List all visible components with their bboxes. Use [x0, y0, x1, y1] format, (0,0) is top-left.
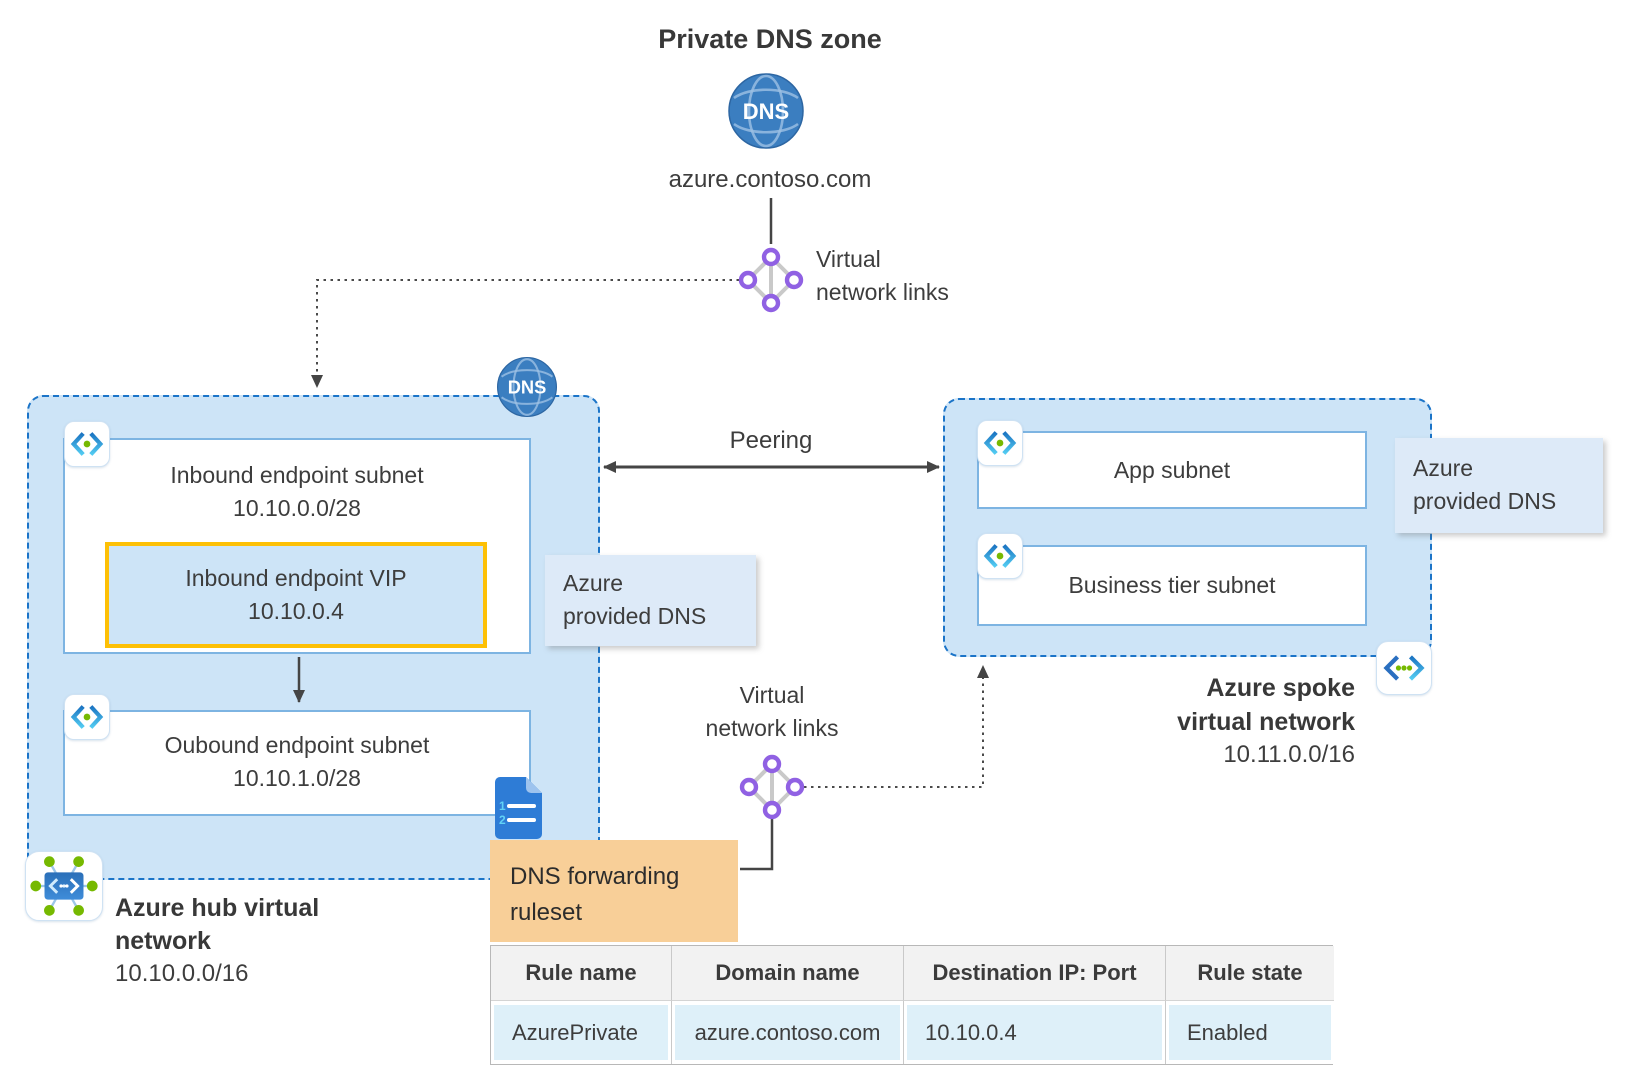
ruleset-document-icon: 1 2 — [492, 776, 544, 840]
vip-ip: 10.10.0.4 — [248, 598, 344, 624]
cell-rule-state: Enabled — [1169, 1005, 1331, 1060]
hub-dns-globe-label: DNS — [508, 376, 547, 397]
app-subnet-label: App subnet — [1113, 456, 1231, 483]
dns-zone-domain: azure.contoso.com — [668, 166, 872, 193]
subnet-icon — [977, 533, 1023, 579]
dns-forwarding-ruleset-box: DNS forwarding ruleset — [490, 840, 738, 942]
vip-name: Inbound endpoint VIP — [185, 565, 407, 591]
svg-text:1: 1 — [499, 799, 506, 813]
inbound-subnet-name: Inbound endpoint subnet — [170, 462, 424, 488]
table-row: Enabled — [1166, 1001, 1334, 1064]
azure-provided-dns-note: Azure provided DNS — [545, 555, 756, 646]
table-header-rule-state: Rule state — [1166, 946, 1334, 1001]
cell-rule-name: AzurePrivate — [494, 1005, 668, 1060]
table-row: azure.contoso.com — [672, 1001, 904, 1064]
spoke-vnet-label: Azure spoke virtual network 10.11.0.0/16 — [1155, 671, 1355, 771]
hub-vnet-label: Azure hub virtual network 10.10.0.0/16 — [115, 892, 335, 990]
subnet-icon — [977, 420, 1023, 466]
table-row: AzurePrivate — [491, 1001, 672, 1064]
subnet-icon — [64, 421, 110, 467]
dns-globe-icon: DNS — [727, 72, 805, 150]
virtual-network-icon — [1376, 641, 1432, 695]
table-row: 10.10.0.4 — [904, 1001, 1166, 1064]
spoke-vnet-cidr: 10.11.0.0/16 — [1223, 741, 1355, 768]
svg-text:2: 2 — [499, 813, 506, 827]
cell-domain-name: azure.contoso.com — [675, 1005, 900, 1060]
business-tier-subnet-label: Business tier subnet — [1068, 572, 1276, 598]
virtual-network-links-label: Virtual network links — [816, 246, 949, 305]
hub-dns-globe-icon: DNS — [496, 356, 558, 418]
outbound-subnet-cidr: 10.10.1.0/28 — [233, 765, 361, 791]
virtual-network-icon — [25, 851, 103, 921]
subnet-icon — [64, 694, 110, 740]
table-header-domain-name: Domain name — [672, 946, 904, 1001]
dns-globe-label: DNS — [743, 99, 789, 124]
outbound-endpoint-subnet-box: Oubound endpoint subnet 10.10.1.0/28 — [63, 710, 531, 816]
forwarding-rules-table: Rule name Domain name Destination IP: Po… — [490, 945, 1334, 1065]
virtual-network-links-label: Virtual network links — [705, 682, 839, 741]
business-tier-subnet-box: Business tier subnet — [977, 545, 1367, 626]
virtual-network-links-icon — [738, 247, 804, 313]
app-subnet-box: App subnet — [977, 431, 1367, 509]
private-dns-zone-title: Private DNS zone — [658, 24, 882, 54]
hub-vnet-cidr: 10.10.0.0/16 — [115, 960, 249, 987]
peering-label: Peering — [729, 427, 813, 454]
cell-destination: 10.10.0.4 — [907, 1005, 1162, 1060]
table-header-rule-name: Rule name — [491, 946, 672, 1001]
azure-provided-dns-note: Azure provided DNS — [1395, 438, 1603, 533]
inbound-subnet-cidr: 10.10.0.0/28 — [233, 495, 361, 521]
virtual-network-links-icon — [739, 754, 805, 820]
table-header-destination: Destination IP: Port — [904, 946, 1166, 1001]
inbound-endpoint-vip-box: Inbound endpoint VIP 10.10.0.4 — [105, 542, 487, 648]
outbound-subnet-name: Oubound endpoint subnet — [164, 732, 430, 758]
